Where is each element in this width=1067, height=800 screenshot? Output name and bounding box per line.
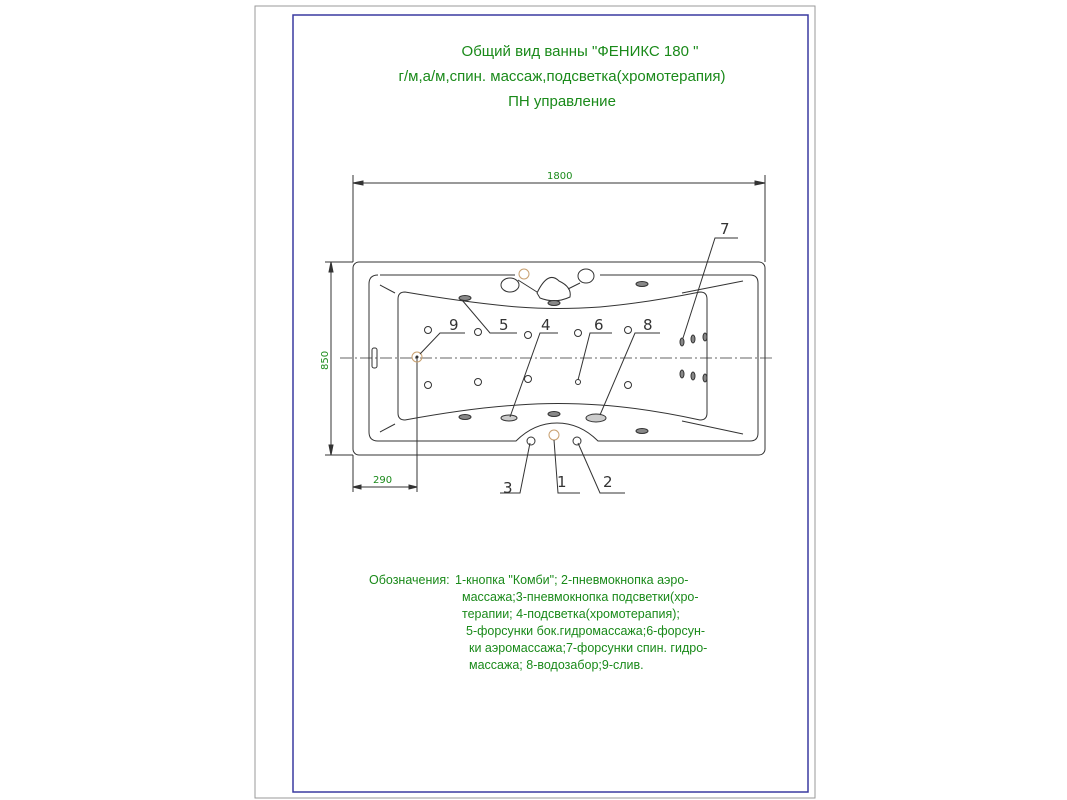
dim-length-label: 1800 xyxy=(547,171,572,182)
aero-jets xyxy=(424,326,632,389)
callout-9: 9 xyxy=(449,316,459,334)
outer-frame xyxy=(254,5,816,799)
callout-7: 7 xyxy=(720,220,730,238)
legend-label: Обозначения: xyxy=(369,573,450,587)
tub-outer-edge xyxy=(352,261,766,456)
drain-9 xyxy=(411,351,423,363)
callout-labels: 1 2 3 4 5 6 7 8 9 xyxy=(449,220,730,497)
callout-1: 1 xyxy=(557,473,567,491)
callout-6: 6 xyxy=(594,316,604,334)
dim-width-label: 850 xyxy=(320,351,331,370)
callout-2: 2 xyxy=(603,473,613,491)
back-jets xyxy=(679,332,708,383)
legend-line: ки аэромассажа;7-форсунки спин. гидро- xyxy=(469,641,708,655)
side-jets xyxy=(458,281,649,434)
callout-5: 5 xyxy=(499,316,509,334)
legend-line: 5-форсунки бок.гидромассажа;6-форсун- xyxy=(466,624,706,638)
callout-4: 4 xyxy=(541,316,551,334)
legend-line: массажа; 8-водозабор;9-слив. xyxy=(469,658,644,672)
callout-3: 3 xyxy=(503,479,513,497)
handle-right xyxy=(577,268,595,284)
dim-drain-label: 290 xyxy=(373,475,392,486)
headrest xyxy=(536,277,571,302)
bathtub-plan xyxy=(325,175,775,494)
title-line-3: ПН управление xyxy=(508,93,616,110)
overflow xyxy=(371,347,378,369)
callout-8: 8 xyxy=(643,316,653,334)
handle-left xyxy=(500,277,520,293)
tub-basin xyxy=(397,291,708,421)
legend-line: массажа;3-пневмокнопка подсветки(хро- xyxy=(462,590,699,604)
inner-frame xyxy=(292,14,809,793)
legend-line: терапии; 4-подсветка(хромотерапия); xyxy=(462,607,680,621)
tub-rim xyxy=(368,274,759,442)
legend-line: 1-кнопка "Комби"; 2-пневмокнопка аэро- xyxy=(455,573,689,587)
title-line-1: Общий вид ванны "ФЕНИКС 180 " xyxy=(461,43,699,60)
title-line-2: г/м,а/м,спин. массаж,подсветка(хромотера… xyxy=(398,68,726,85)
